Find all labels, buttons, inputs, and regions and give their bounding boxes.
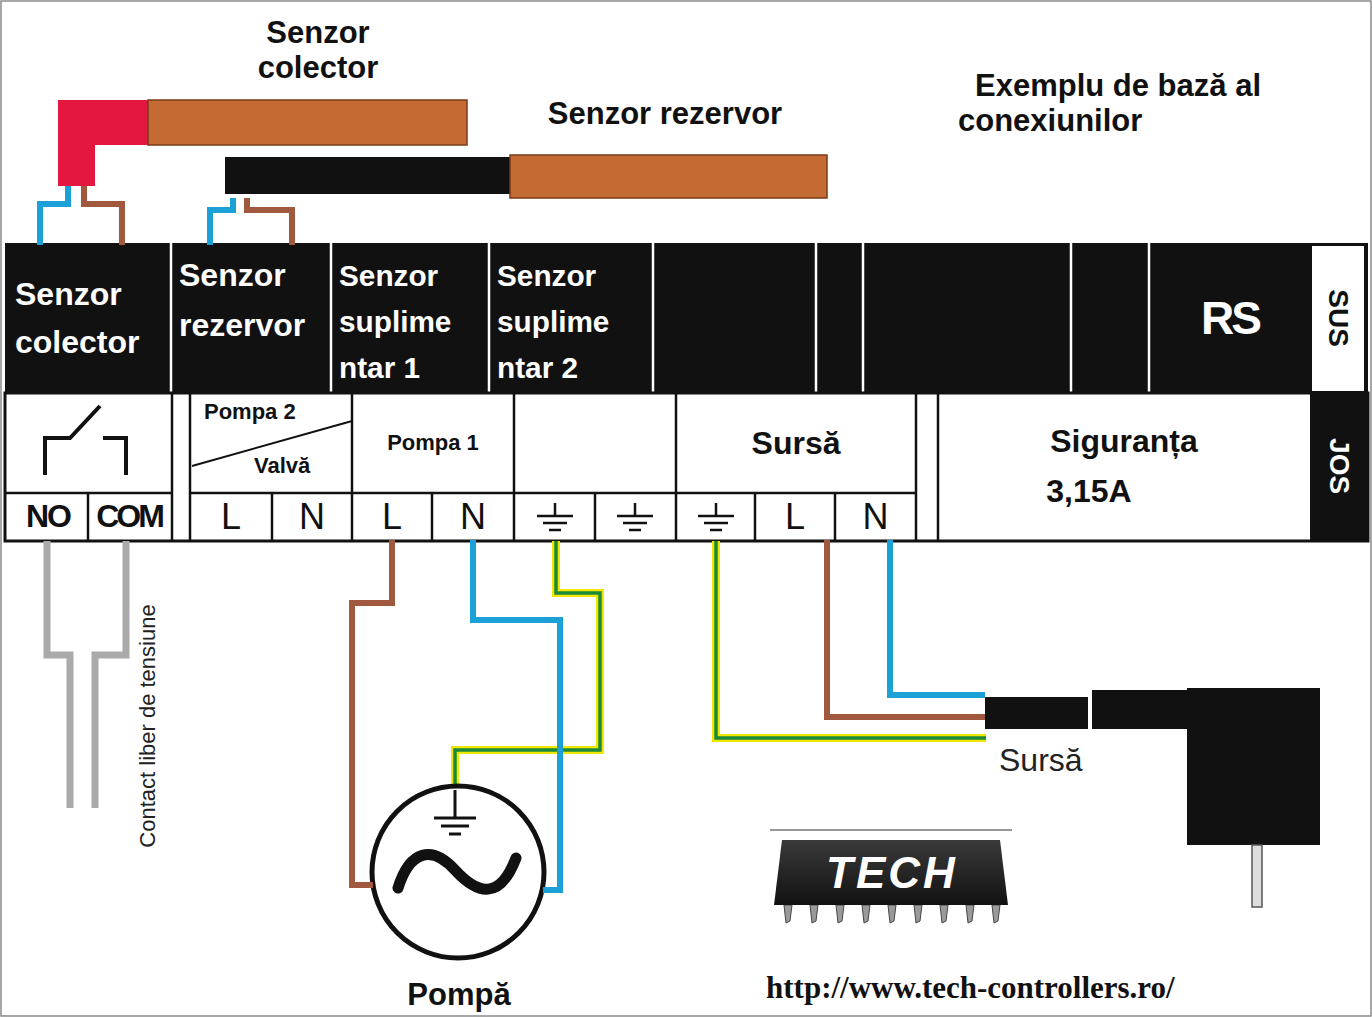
diagram-title: Exemplu de bază al conexiunilor (958, 68, 1330, 138)
sensor-probe: Senzor colector (58, 16, 478, 186)
node-text: L (785, 496, 805, 537)
plug-node: Sursă (985, 686, 1322, 908)
port-label: RS (1150, 245, 1310, 391)
wire (890, 540, 985, 695)
tank-probe (225, 155, 827, 198)
node-text: Sursă (999, 742, 1083, 779)
contact-wires (47, 541, 126, 808)
node-text: N (460, 496, 486, 537)
node-text: RS (1201, 292, 1259, 345)
wire (210, 198, 233, 245)
node-text: Siguranța (1050, 417, 1198, 467)
wire (40, 186, 68, 245)
ground-symbols (537, 503, 734, 530)
terminal-pin: NO (8, 493, 88, 540)
node-text: Senzor rezervor (179, 251, 330, 350)
side-label: JOS (1310, 393, 1368, 540)
node-text: Senzor rezervor (505, 96, 825, 132)
wire-connector (473, 540, 560, 890)
terminal-pin: N (272, 493, 352, 540)
node-text: 3,15A (1046, 467, 1131, 517)
node-text: Pompa 2 (204, 399, 296, 424)
url-label: http://www.tech-controllers.ro/ (766, 970, 1175, 1006)
node-text: Senzor colector (218, 16, 418, 85)
terminal-cell: Senzor rezervor (172, 245, 330, 391)
node-text: COM (96, 498, 162, 535)
wire (473, 540, 560, 890)
terminal-pin: L (352, 493, 432, 540)
terminal-pin: COM (88, 493, 170, 540)
wire-connector (210, 198, 292, 245)
terminal-group: Pompa 1 (352, 393, 514, 493)
sensor-probe: Senzor rezervor (225, 96, 827, 198)
node-text: Pompă (407, 977, 510, 1013)
terminal-cell: Senzor suplime ntar 2 (490, 245, 652, 391)
terminal-group: Pompa 2 Valvă (190, 393, 352, 493)
terminal-pin: N (835, 493, 916, 540)
wire (84, 186, 122, 245)
wire (352, 540, 392, 885)
wire-connector (890, 540, 985, 695)
node-text: NO (26, 498, 70, 535)
chip-logo (770, 830, 1012, 925)
pump-symbol (372, 786, 544, 958)
wire (247, 198, 292, 245)
node-text: JOS (1323, 438, 1355, 494)
node-text: L (221, 496, 241, 537)
note-label: Contact liber de tensiune (135, 552, 165, 900)
terminal-pin: N (432, 493, 514, 540)
wire (827, 540, 985, 717)
terminal-pin: L (190, 493, 272, 540)
power-plug (985, 688, 1320, 907)
wire-connector (352, 540, 392, 885)
terminal-cell: Senzor suplime ntar 1 (332, 245, 488, 391)
node-text: Senzor suplime ntar 2 (497, 253, 652, 391)
wire-connector (40, 186, 122, 245)
terminal-cell: Senzor colector (8, 245, 170, 391)
wire-connector (827, 540, 985, 717)
terminal-pin: L (755, 493, 835, 540)
node-text: N (299, 496, 325, 537)
pump-node: Pompă (372, 786, 546, 1013)
node-text: Senzor suplime ntar 1 (339, 253, 488, 391)
terminal-group: Sursă (676, 393, 916, 493)
terminal-strip (5, 243, 1368, 541)
node-text: L (382, 496, 402, 537)
node-text: N (863, 496, 889, 537)
node-text: Pompa 1 (387, 430, 479, 455)
node-text: Valvă (254, 453, 310, 478)
side-label: SUS (1312, 245, 1364, 391)
node-text: Sursă (752, 425, 841, 462)
ground-wires (455, 541, 986, 786)
node-text: SUS (1322, 289, 1354, 347)
node-text: Senzor colector (15, 270, 170, 366)
fuse-label: Siguranța3,15A (938, 393, 1310, 540)
logo-text: TECH (792, 848, 992, 898)
